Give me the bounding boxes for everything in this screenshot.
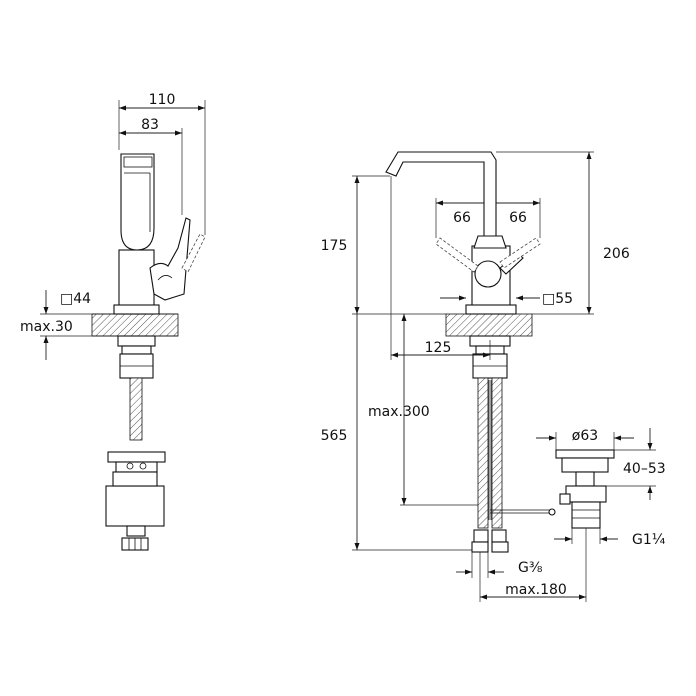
right-hose-right (491, 377, 503, 529)
dim-waste-diameter: ø63 (572, 428, 598, 444)
right-lever-alt-right (499, 237, 541, 269)
dim-spout-reach: 125 (425, 340, 452, 356)
dim-width-body: 83 (141, 117, 159, 133)
dim-hole-diameter: □44 (60, 291, 91, 307)
right-lever-alt-left (435, 237, 479, 273)
left-countertop (91, 313, 179, 337)
left-side-view: 110 83 □44 max.30 (20, 92, 206, 551)
dim-width-overall: 110 (149, 92, 176, 108)
left-hose (129, 377, 143, 441)
dim-spout-height: 175 (321, 238, 348, 254)
left-lever (149, 217, 191, 301)
dim-waste-range: 40–53 (623, 461, 666, 477)
left-waste-top (107, 451, 166, 463)
dim-base-size: □55 (542, 291, 573, 307)
right-spout (385, 151, 497, 237)
dim-lever-right: 66 (509, 210, 527, 226)
right-hose-left (477, 377, 489, 529)
dim-max-width: max.180 (505, 582, 567, 598)
left-tap-base (113, 304, 160, 315)
left-spout (120, 153, 155, 251)
left-tap-body (118, 249, 155, 315)
dim-hose-thread: G⅜ (518, 560, 543, 576)
right-front-view: 175 206 66 66 □55 125 max. (321, 151, 666, 602)
right-countertop (445, 313, 533, 337)
right-lever-hub (474, 260, 502, 288)
right-waste-top (555, 449, 615, 459)
dim-max-thickness: max.30 (20, 319, 73, 335)
left-fixing-nut (117, 335, 156, 347)
left-lever-alt-position (181, 233, 206, 273)
dim-waste-thread: G1¼ (632, 532, 666, 548)
dim-hose-length: max.300 (368, 404, 430, 420)
dim-lever-left: 66 (453, 210, 471, 226)
dim-total-length: 565 (321, 428, 348, 444)
dim-overall-height: 206 (603, 246, 630, 262)
